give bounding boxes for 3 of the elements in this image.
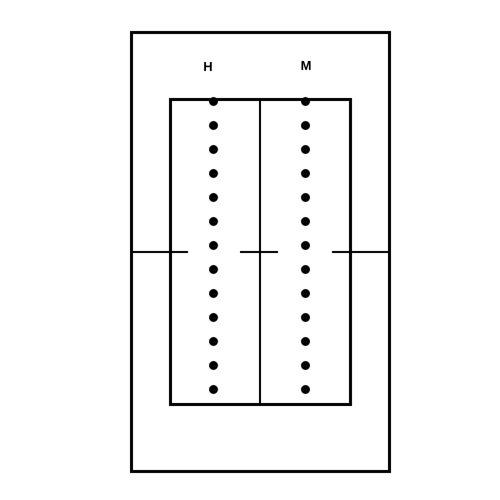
column-heading: M [300, 59, 312, 72]
outer-frame [130, 31, 391, 473]
column-heading: H [203, 60, 213, 73]
